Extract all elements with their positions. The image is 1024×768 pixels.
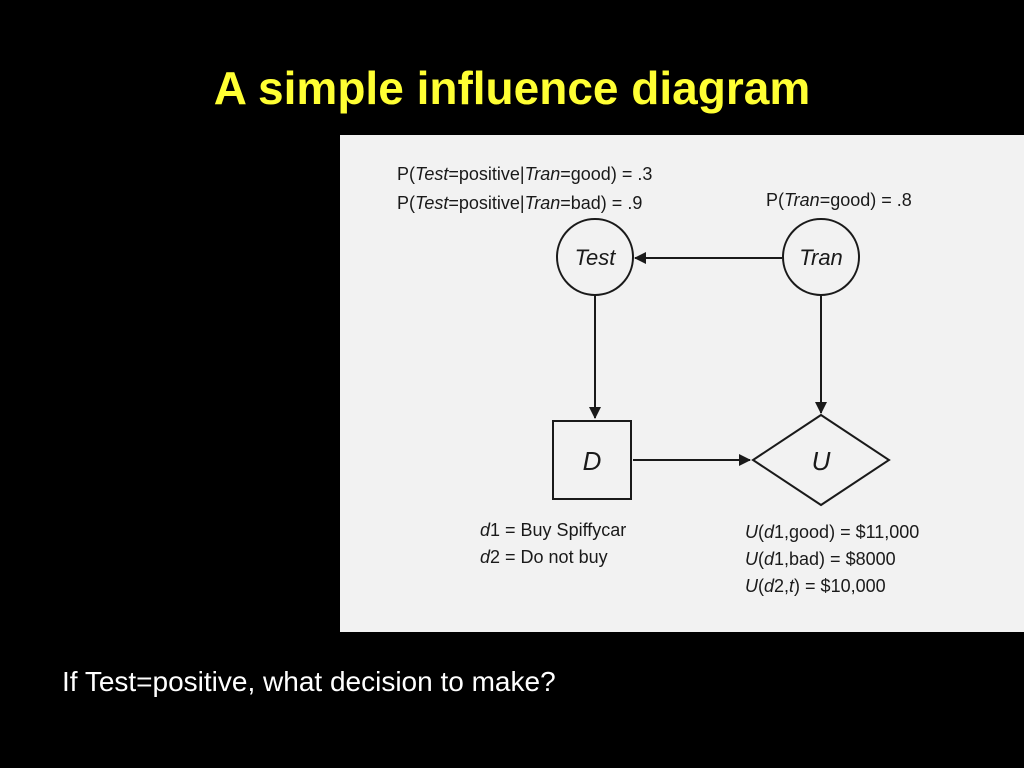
utility-d1-bad: U(d1,bad) = $8000 bbox=[745, 549, 896, 569]
tran-node-label: Tran bbox=[799, 245, 843, 270]
utility-node bbox=[751, 413, 891, 507]
decision-node-label: D bbox=[583, 446, 602, 476]
utility-d2-any: U(d2,t) = $10,000 bbox=[745, 576, 886, 596]
influence-diagram: P(Test=positive|Tran=good) = .3 P(Test=p… bbox=[397, 164, 919, 596]
utility-node-label: U bbox=[812, 446, 831, 476]
question-text: If Test=positive, what decision to make? bbox=[62, 666, 556, 697]
decision-node bbox=[552, 420, 632, 500]
slide-title: A simple influence diagram bbox=[213, 62, 811, 114]
influence-diagram-figure: P(Test=positive|Tran=good) = .3 P(Test=p… bbox=[340, 135, 1024, 632]
tran-prior: P(Tran=good) = .8 bbox=[766, 190, 912, 210]
decision-option-d1: d1 = Buy Spiffycar bbox=[480, 520, 626, 540]
test-node bbox=[556, 218, 634, 296]
test-node-label: Test bbox=[575, 245, 617, 270]
tran-node bbox=[782, 218, 860, 296]
utility-d1-good: U(d1,good) = $11,000 bbox=[745, 522, 919, 542]
test-cpt-good: P(Test=positive|Tran=good) = .3 bbox=[397, 164, 652, 184]
decision-option-d2: d2 = Do not buy bbox=[480, 547, 608, 567]
test-cpt-bad: P(Test=positive|Tran=bad) = .9 bbox=[397, 193, 642, 213]
